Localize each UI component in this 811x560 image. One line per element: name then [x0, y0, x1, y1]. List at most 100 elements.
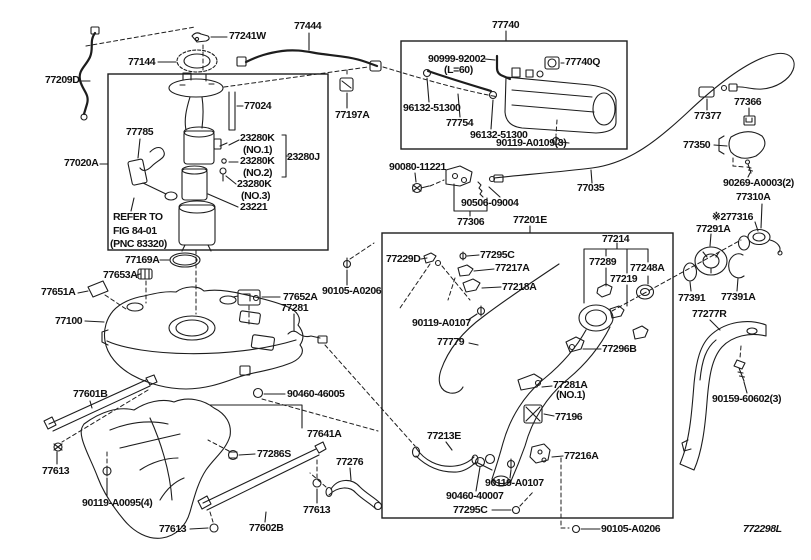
fuel-tank-77100 [84, 249, 379, 432]
part-label-77216a: 77216A [564, 450, 599, 462]
part-label-90080: 90080-11221 [389, 161, 446, 173]
part-label-77281: 77281 [281, 302, 309, 314]
bracket-group-77214 [583, 242, 655, 340]
hose-77754 [422, 68, 498, 130]
part-label-77295c-bottom: 77295C [453, 504, 488, 516]
ring-77391a [728, 253, 745, 292]
clips-filler-left [399, 251, 502, 321]
part-label-77213e: 77213E [427, 430, 461, 442]
part-label-77651a: 77651A [41, 286, 76, 298]
part-label-77601b: 77601B [73, 388, 108, 400]
dashed-topleft [85, 26, 369, 88]
fuel-pump-assembly [178, 91, 290, 252]
part-label-23280k-no2-sub: (NO.2) [243, 167, 273, 179]
part-label-77613-right: 77613 [303, 504, 331, 516]
part-label-23280k-no3: 23280K [237, 178, 272, 190]
part-label-23280j: 23280J [287, 151, 320, 163]
part-label-77035: 77035 [577, 182, 605, 194]
part-label-77276: 77276 [336, 456, 364, 468]
part-label-23221: 23221 [240, 201, 268, 213]
hose-90999 [484, 54, 512, 81]
part-label-77196: 77196 [555, 411, 583, 423]
part-label-77020a: 77020A [64, 157, 99, 169]
part-label-77391a: 77391A [721, 291, 756, 303]
filler-pipe [477, 304, 614, 487]
gasket-77169a [159, 252, 201, 268]
part-label-90159: 90159-60602(3) [712, 393, 782, 405]
protector-77652a [232, 289, 281, 328]
part-label-77214: 77214 [602, 233, 630, 245]
canister-box [400, 40, 628, 150]
box-leader-lines [99, 163, 531, 234]
part-label-77286s: 77286S [257, 448, 291, 460]
note-line-2: FIG 84-01 [113, 225, 157, 237]
part-label-77289: 77289 [589, 256, 617, 268]
part-label-77779: 77779 [437, 336, 465, 348]
part-label-77296b: 77296B [602, 343, 637, 355]
clip-77366 [743, 107, 756, 126]
fuel-cap-77316 [737, 203, 783, 256]
part-label-77100: 77100 [55, 315, 83, 327]
bolt-90105-top [342, 242, 375, 286]
shield-77641a [80, 398, 303, 539]
part-label-77197a: 77197A [335, 109, 370, 121]
gasket-77144 [157, 49, 218, 73]
part-label-77144: 77144 [128, 56, 156, 68]
part-label-90119a0109: 90119-A0109(3) [496, 137, 567, 149]
part-label-77391: 77391 [678, 292, 706, 304]
part-label-77291a: 77291A [696, 223, 731, 235]
part-label-77366: 77366 [734, 96, 762, 108]
part-label-77444: 77444 [294, 20, 322, 32]
part-label-90460-40007: 90460-40007 [446, 490, 504, 502]
nut-77286s [207, 439, 256, 461]
part-label-77316: ※277316 [712, 211, 754, 223]
filler-pipe-box [381, 232, 674, 519]
clip-77296b [565, 336, 602, 353]
part-label-77209d: 77209D [45, 74, 80, 86]
bottom-bolts [491, 457, 601, 534]
part-label-90105-a0206-bottom: 90105-A0206 [601, 523, 661, 535]
pad-77651a [77, 280, 127, 310]
part-label-77740: 77740 [492, 19, 520, 31]
fuel-lid-77350 [713, 131, 766, 159]
part-label-96132-b: 96132-51300 [470, 129, 528, 141]
part-label-77310a: 77310A [736, 191, 771, 203]
bracket-77216a [529, 443, 564, 464]
part-label-23280k-no1-sub: (NO.1) [243, 144, 273, 156]
part-label-77641a: 77641A [307, 428, 342, 440]
sensor-77377 [698, 86, 715, 111]
part-label-77295c-top: 77295C [480, 249, 515, 261]
part-label-23280k-no3-sub: (NO.3) [241, 190, 271, 202]
note-line-3: (PNC 83320) [110, 238, 167, 250]
clamp-77197a [339, 69, 354, 109]
diagram-ref-code: 772298L [743, 523, 782, 535]
hose-77276 [309, 467, 383, 511]
part-label-77217a: 77217A [495, 262, 530, 274]
part-label-77613-center: 77613 [159, 523, 187, 535]
pump-flange [168, 72, 224, 98]
part-label-77169a: 77169A [125, 254, 160, 266]
part-label-96132-a: 96132-51300 [403, 102, 461, 114]
part-label-77277r: 77277R [692, 308, 727, 320]
part-label-77652a: 77652A [283, 291, 318, 303]
screw-90159 [733, 345, 748, 394]
part-label-90999: 90999-92002 [428, 53, 486, 65]
bracket-77306 [411, 165, 501, 217]
part-label-90269: 90269-A0003(2) [723, 177, 794, 189]
bolt-90119a0109 [382, 66, 570, 147]
part-label-77201e: 77201E [513, 214, 547, 226]
clamp-77281a [517, 373, 553, 391]
part-label-23280k-no2: 23280K [240, 155, 275, 167]
part-label-90506: 90506-09004 [461, 197, 519, 209]
part-label-77754: 77754 [446, 117, 474, 129]
bolt-77613-left [53, 442, 63, 465]
hose-77213e [411, 441, 516, 492]
part-label-77281a-sub: (NO.1) [556, 389, 586, 401]
screw-90269 [732, 157, 754, 178]
breather-tube-77779 [438, 263, 560, 394]
part-label-77613-left: 77613 [42, 465, 70, 477]
part-label-77377: 77377 [694, 110, 722, 122]
tank-band-77602b [197, 441, 327, 523]
